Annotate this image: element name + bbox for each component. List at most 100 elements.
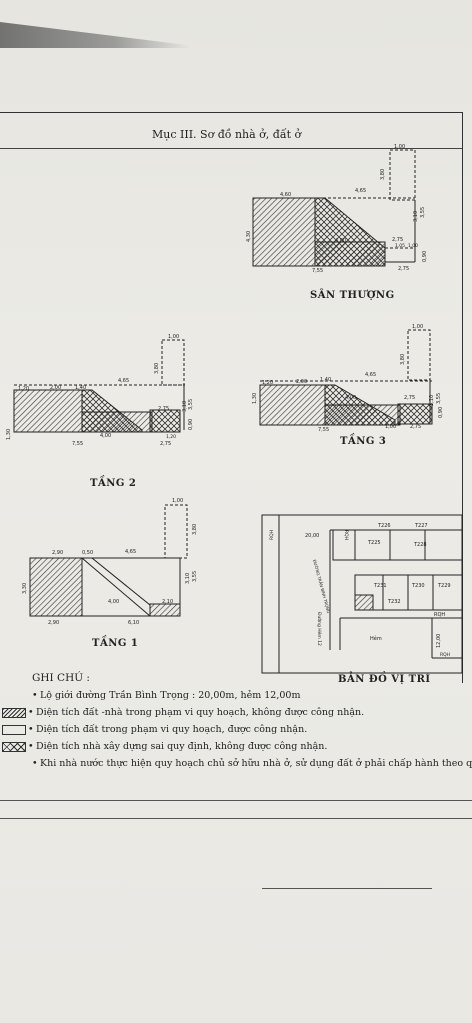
signature-line	[262, 888, 432, 889]
note-item: •Khi nhà nước thực hiện quy hoạch chủ sở…	[32, 755, 472, 772]
map-label: RQH	[434, 612, 445, 618]
dim-label: 3,55	[192, 571, 198, 582]
map-label: Hẻm	[370, 635, 382, 642]
map-label: 12,00	[436, 634, 442, 648]
dim-label: 3,10	[429, 395, 435, 406]
map-label: T229	[437, 583, 451, 589]
dim-label: 4,00	[100, 433, 111, 439]
map-label: T227	[414, 523, 428, 529]
plan-tang-2: 1,00 3,80 1,20 2,00 1,40 4,65 3,55 3,10 …	[6, 334, 194, 447]
caption-ban-do-vi-tri: BẢN ĐỒ VỊ TRÍ	[338, 674, 431, 685]
map-label: 20,00	[305, 533, 319, 539]
dim-label: 3,30	[22, 583, 28, 594]
street-label: ĐƯỜNG TRẦN BÌNH TRỌNG	[312, 559, 331, 614]
note-text: Diện tích nhà xây dựng sai quy định, khô…	[36, 741, 328, 752]
dim-label: 2,75	[404, 395, 415, 401]
map-label: RQH	[269, 530, 275, 540]
dim-label: 3,80	[380, 169, 386, 180]
dim-label: 4,65	[118, 378, 129, 384]
dim-label: 3,55	[436, 393, 442, 404]
dim-label: 3,55	[420, 207, 426, 218]
dim-label: 1,40	[320, 377, 331, 383]
street-label: Đường Hẻm 12	[316, 612, 323, 646]
dim-label: 7,55	[312, 268, 323, 274]
map-label: T230	[411, 583, 425, 589]
dim-label: 1,05	[395, 243, 405, 249]
dim-label: 2,90	[52, 550, 63, 556]
section-frame-divider	[0, 148, 462, 149]
plan-tang-3: 1,00 3,80 1,20 2,00 1,40 4,65 3,55 3,10 …	[252, 324, 444, 433]
dim-label: 2,75	[160, 441, 171, 447]
dim-label: 4,30	[246, 231, 252, 242]
dim-label: 2,00	[296, 379, 307, 385]
note-item: •Diện tích đất trong phạm vi quy hoạch, …	[2, 721, 472, 738]
dim-label: 1,30	[252, 393, 258, 404]
note-item: •Diện tích đất -nhà trong phạm vi quy ho…	[2, 704, 472, 721]
dim-label: 1,00	[168, 334, 179, 340]
dim-label: 1,20	[166, 434, 176, 440]
dim-label: 3,80	[192, 524, 198, 535]
plan-san-thuong: 1,00 3,80 4,60 4,65 3,55 3,10 4,30 4,00 …	[246, 144, 428, 274]
dim-label: 3,10	[413, 211, 419, 222]
dim-label: 0,90	[188, 419, 194, 430]
hatch-legend-icon	[2, 707, 26, 718]
dim-label: 3,10	[182, 401, 188, 412]
map-label: RQH	[440, 652, 450, 658]
dim-label: 1,20	[18, 386, 29, 392]
map-label: T232	[387, 599, 401, 605]
note-text: Lộ giới đường Trần Bình Trọng : 20,00m, …	[40, 690, 301, 701]
note-text: Khi nhà nước thực hiện quy hoạch chủ sở …	[40, 758, 472, 769]
note-text: Diện tích đất -nhà trong phạm vi quy hoạ…	[36, 707, 365, 718]
note-item: •Diện tích nhà xây dựng sai quy định, kh…	[2, 738, 472, 755]
dim-label: 4,65	[365, 372, 376, 378]
dim-label: 0,90	[438, 407, 444, 418]
map-label: T226	[377, 523, 391, 529]
blank-legend-icon	[2, 724, 26, 735]
dim-label: 2,00	[50, 385, 61, 391]
dim-label: 2,10	[162, 599, 173, 605]
dim-label: 4,65	[125, 549, 136, 555]
notes-section: GHI CHÚ : •Lộ giới đường Trần Bình Trọng…	[2, 672, 472, 772]
dim-label: 4,65	[355, 188, 366, 194]
divider-line	[0, 800, 472, 801]
dim-label: 7,55	[72, 441, 83, 447]
dim-label: 3,55	[188, 399, 194, 410]
plan-tang-1: 1,00 3,80 2,90 0,50 4,65 3,55 3,10 3,30 …	[22, 498, 198, 626]
dim-label: 1,20	[262, 380, 273, 386]
caption-tang-2: TẦNG 2	[90, 478, 137, 489]
dim-label: 2,90	[48, 620, 59, 626]
caption-san-thuong: SÂN THƯỢNG	[310, 290, 395, 301]
dim-label: 7,55	[318, 427, 329, 433]
location-map: RQH 20,00 T226 T227 T225 T228 T231 T230 …	[261, 514, 463, 674]
dim-label: 4,00	[335, 238, 346, 244]
dim-label: 1,00	[385, 424, 396, 430]
dim-label: 1,30	[6, 429, 12, 440]
dim-label: 4,00	[108, 599, 119, 605]
dim-label: 3,80	[154, 363, 160, 374]
dim-label: 1,00	[394, 144, 405, 150]
dim-label: 1,40	[75, 385, 86, 391]
dim-label: 0,90	[422, 251, 428, 262]
notes-title: GHI CHÚ :	[32, 672, 90, 684]
dim-label: 2,75	[158, 406, 169, 412]
dim-label: 1,00	[408, 243, 418, 249]
crosshatch-legend-icon	[2, 741, 26, 752]
dim-label: 2,75	[392, 237, 403, 243]
caption-tang-3: TẦNG 3	[340, 436, 387, 447]
note-text: Diện tích đất trong phạm vi quy hoạch, đ…	[36, 724, 308, 735]
map-label: T228	[413, 542, 427, 548]
section-title: Mục III. Sơ đồ nhà ở, đất ở	[152, 128, 302, 141]
dim-label: 2,75	[410, 424, 421, 430]
map-label: RQH	[343, 530, 349, 540]
dim-label: 3,10	[185, 573, 191, 584]
dim-label: 3,80	[400, 354, 406, 365]
dim-label: 0,50	[82, 550, 93, 556]
dim-label: 4,60	[280, 192, 291, 198]
dim-label: 2,75	[398, 266, 409, 272]
dim-label: 1,00	[172, 498, 183, 504]
divider-line	[0, 818, 472, 819]
dim-label: 4,00	[345, 395, 356, 401]
map-label: T225	[367, 540, 381, 546]
